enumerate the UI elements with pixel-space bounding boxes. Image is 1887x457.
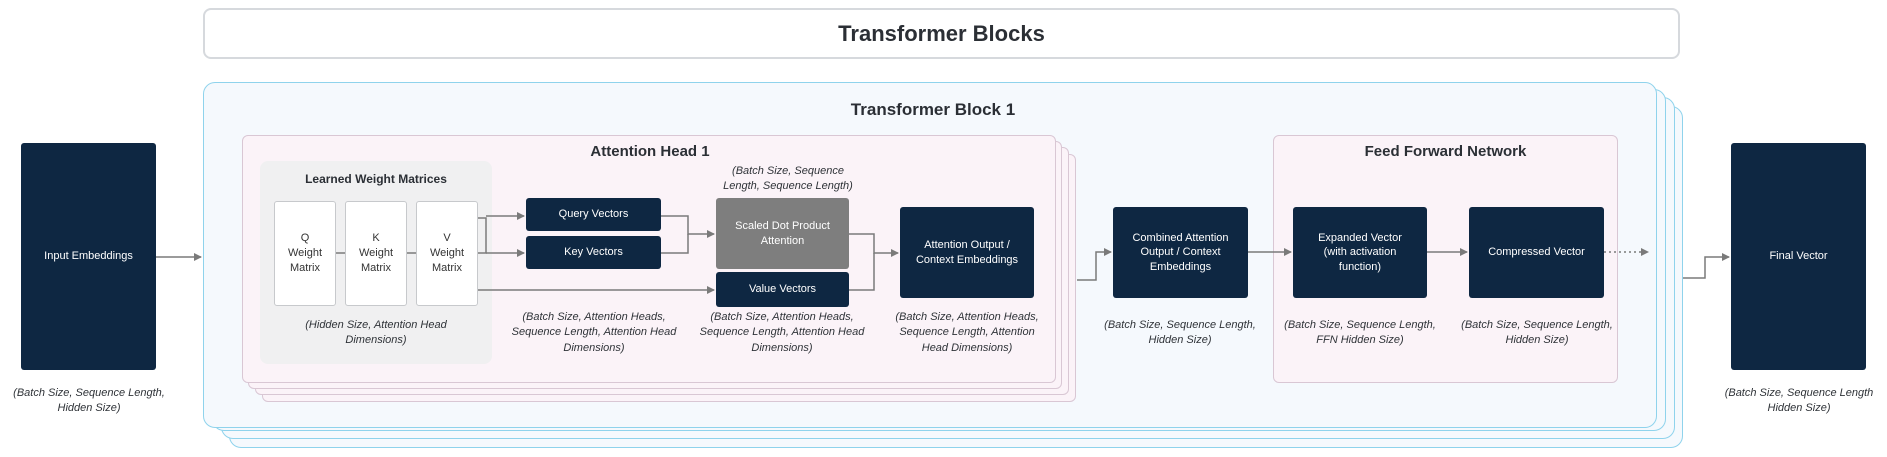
weight-matrices-note: (Hidden Size, Attention Head Dimensions) [305, 319, 447, 347]
arrow-key-to-sdp [661, 234, 689, 254]
attention-output: Attention Output / Context Embeddings [900, 207, 1034, 298]
value-vectors: Value Vectors [716, 272, 849, 307]
k-weight-matrix: K Weight Matrix [345, 201, 407, 306]
weight-matrices-title: Learned Weight Matrices [305, 172, 447, 186]
query-vectors: Query Vectors [526, 198, 661, 231]
ffn-title: Feed Forward Network [1364, 143, 1527, 160]
scaled-dot-product-attention: Scaled Dot Product Attention [716, 198, 849, 269]
combined-attention-output: Combined Attention Output / Context Embe… [1113, 207, 1248, 298]
bracket-weights [478, 217, 487, 254]
key-vectors: Key Vectors [526, 236, 661, 269]
query-key-note: (Batch Size, Attention Heads, Sequence L… [511, 311, 677, 354]
input-embeddings: Input Embeddings [21, 143, 156, 370]
input-embeddings-note: (Batch Size, Sequence Length, Hidden Siz… [13, 387, 165, 415]
expanded-vector-note: (Batch Size, Sequence Length, FFN Hidden… [1284, 319, 1436, 347]
compressed-vector: Compressed Vector [1469, 207, 1604, 298]
compressed-vector-note: (Batch Size, Sequence Length, Hidden Siz… [1461, 319, 1613, 347]
arrow-block-to-final [1683, 253, 1730, 279]
sdp-note: (Batch Size, Sequence Length, Sequence L… [723, 165, 853, 193]
combined-attention-note: (Batch Size, Sequence Length, Hidden Siz… [1104, 319, 1256, 347]
arrow-query-to-sdp [661, 215, 715, 238]
final-vector-note: (Batch Size, Sequence Length Hidden Size… [1724, 387, 1874, 415]
transformer-block-title: Transformer Block 1 [850, 100, 1016, 119]
arrow-sdp-to-output [849, 233, 899, 257]
q-weight-matrix: Q Weight Matrix [274, 201, 336, 306]
v-weight-matrix: V Weight Matrix [416, 201, 478, 306]
expanded-vector: Expanded Vector (with activation functio… [1293, 207, 1427, 298]
value-vectors-note: (Batch Size, Attention Heads, Sequence L… [699, 311, 865, 354]
attention-head-title: Attention Head 1 [590, 143, 710, 160]
final-vector: Final Vector [1731, 143, 1866, 370]
diagram-title: Transformer Blocks [203, 8, 1680, 59]
arrow-value-to-output [849, 253, 875, 291]
arrow-head-to-combined [1077, 248, 1112, 281]
attention-output-note: (Batch Size, Attention Heads, Sequence L… [895, 311, 1039, 354]
